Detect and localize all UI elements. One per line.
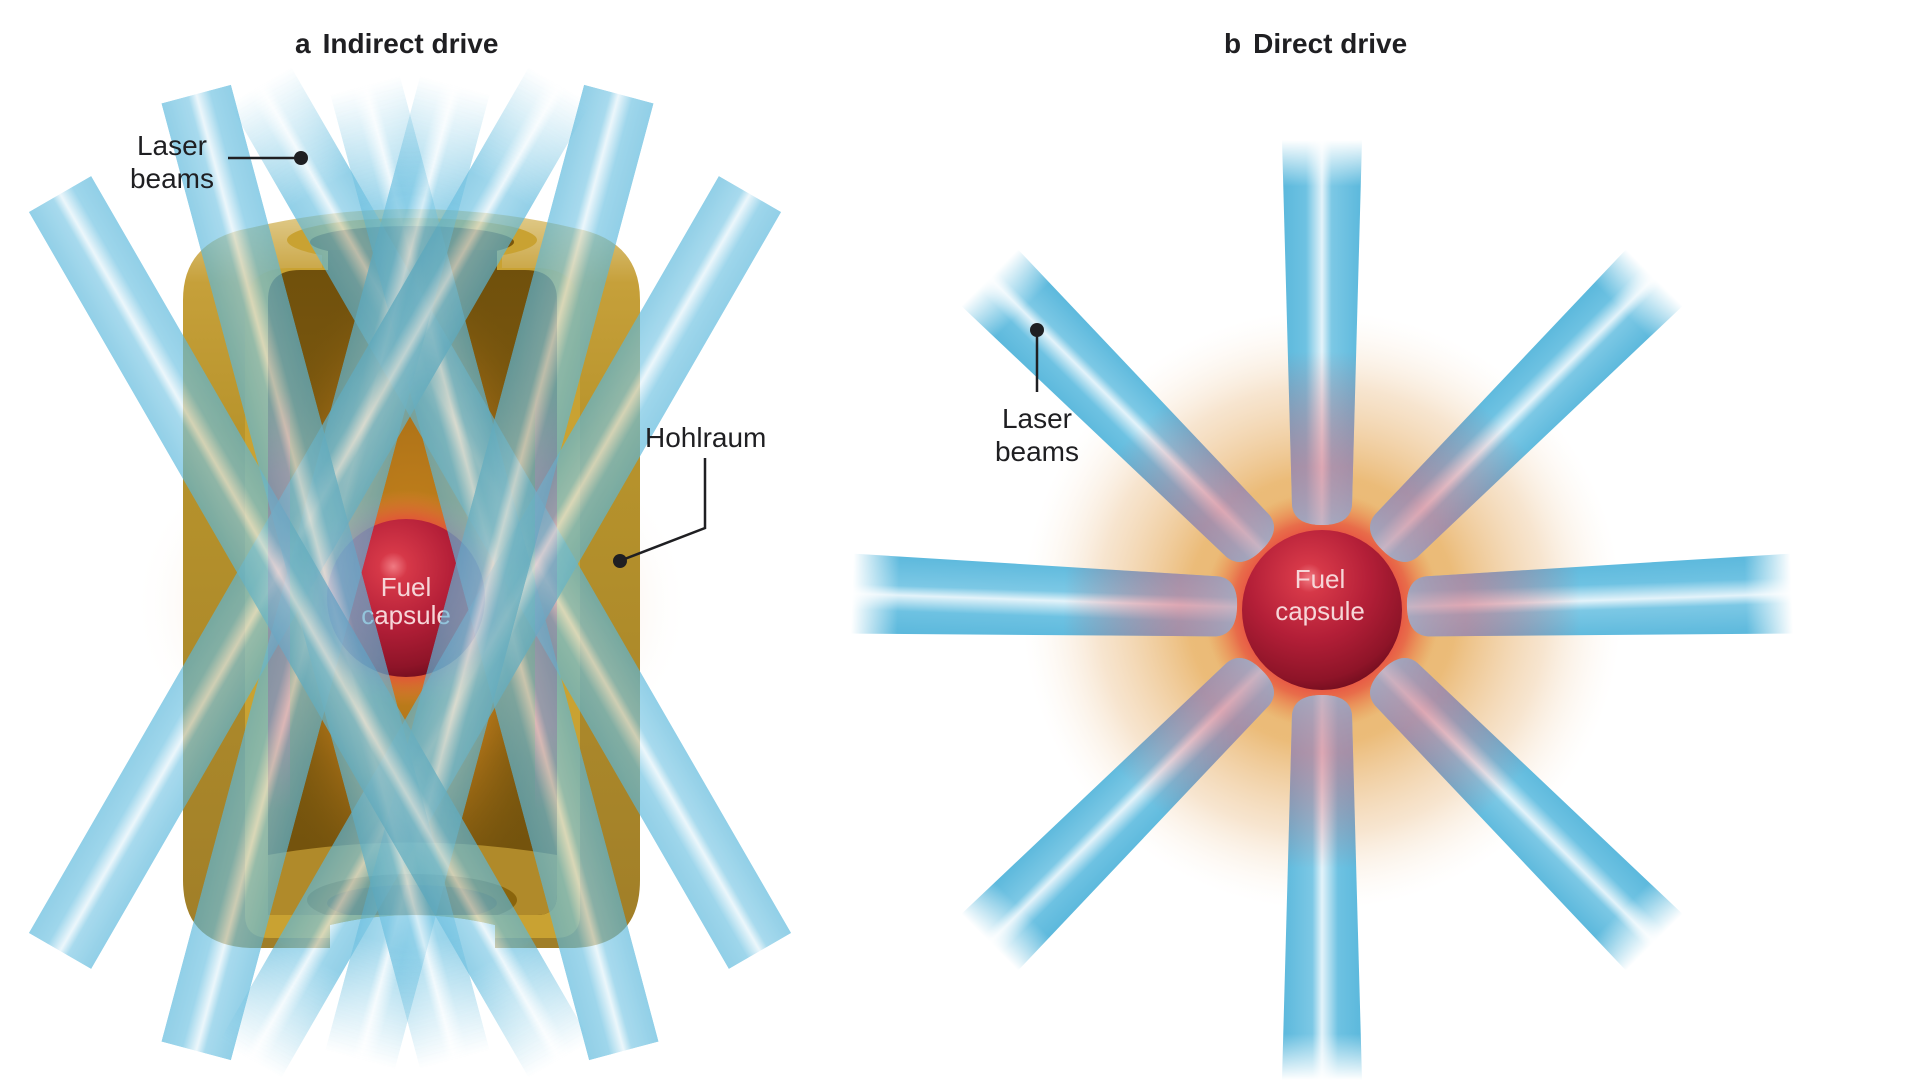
svg-text:beams: beams xyxy=(130,163,214,194)
laser-beams-callout-b: Laser beams xyxy=(995,323,1079,467)
capsule-b-label-line2: capsule xyxy=(1275,596,1365,626)
svg-text:Hohlraum: Hohlraum xyxy=(645,422,766,453)
capsule-b-label-line1: Fuel xyxy=(1295,564,1346,594)
svg-text:beams: beams xyxy=(995,436,1079,467)
hohlraum-callout: Hohlraum xyxy=(613,422,766,568)
laser-beams-callout-a: Laser beams xyxy=(130,130,308,194)
capsule-a-label-line1: Fuel xyxy=(381,572,432,602)
fuel-capsule-b: Fuel capsule xyxy=(1242,530,1402,690)
callout-dot xyxy=(294,151,308,165)
callout-dot xyxy=(613,554,627,568)
svg-text:Laser: Laser xyxy=(1002,403,1072,434)
svg-text:Laser: Laser xyxy=(137,130,207,161)
capsule-a-label-line2: capsule xyxy=(361,600,451,630)
